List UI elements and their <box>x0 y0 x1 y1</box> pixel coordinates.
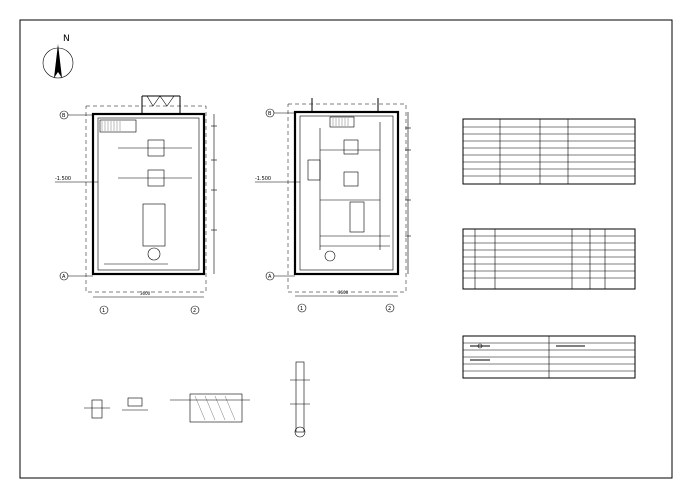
left-floor-plan: -1.500 B A 1 2 3600 <box>55 95 217 315</box>
left-axis-right: 2 <box>193 308 196 314</box>
valves-table <box>462 118 636 185</box>
left-axis-bottom: A <box>62 274 66 280</box>
right-axis-bottom: A <box>268 274 272 280</box>
right-axis-left: 1 <box>300 306 303 312</box>
right-axis-top: B <box>268 111 272 117</box>
left-axis-top: B <box>62 113 66 119</box>
north-arrow-icon: N <box>42 34 74 79</box>
left-dim-bottom: 3600 <box>140 291 151 296</box>
left-axis-left: 1 <box>102 308 105 314</box>
detail-drawings <box>84 361 310 438</box>
right-floor-plan: -1.500 B A 1 2 3600 <box>255 98 411 313</box>
right-axis-right: 2 <box>388 306 391 312</box>
legend-table <box>462 335 636 379</box>
north-label: N <box>63 34 70 44</box>
sheet-border <box>19 19 673 479</box>
right-dim-bottom: 3600 <box>338 290 349 295</box>
equipment-table <box>462 228 636 290</box>
right-plan-elevation: -1.500 <box>255 176 271 182</box>
left-plan-elevation: -1.500 <box>55 176 71 182</box>
